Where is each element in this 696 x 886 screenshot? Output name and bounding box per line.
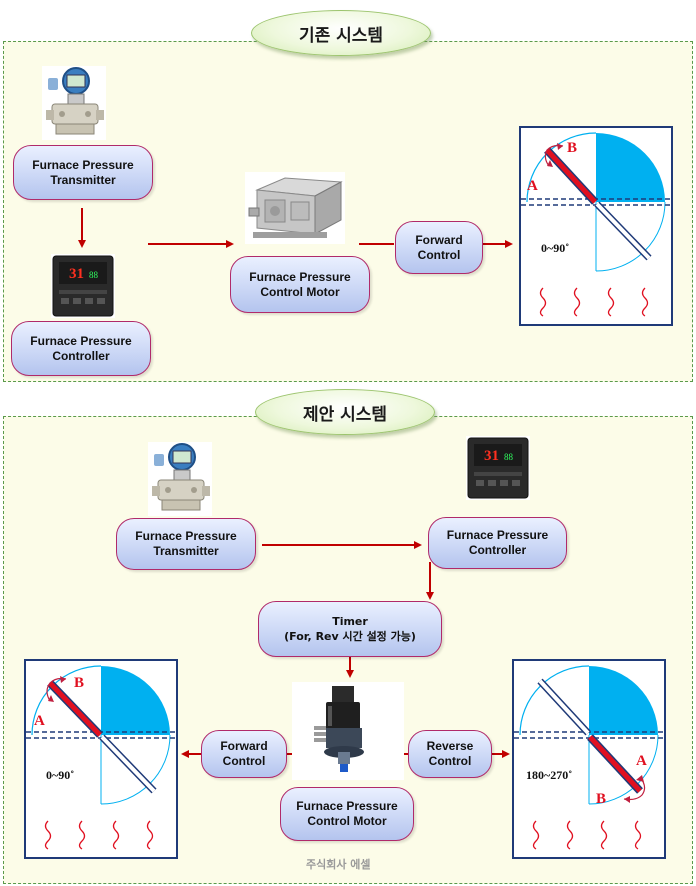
servo-motor-actuator — [292, 682, 404, 780]
digital-controller-device-2: 31 88 — [466, 436, 530, 500]
heat-wave-icon — [539, 287, 649, 317]
pressure-transmitter-device — [42, 66, 106, 140]
existing-motor-node: Furnace Pressure Control Motor — [230, 256, 370, 313]
existing-transmitter-node: Furnace Pressure Transmitter — [13, 145, 153, 200]
company-footer: 주식회사 에셀 — [306, 858, 371, 871]
damper-label-a: A — [527, 178, 538, 194]
control-motor-actuator — [245, 172, 345, 244]
damper-label-a: A — [34, 713, 45, 729]
existing-forward-node: Forward Control — [395, 221, 483, 274]
damper-quadrant — [589, 666, 658, 735]
proposed-reverse-node: Reverse Control — [408, 730, 492, 778]
digital-controller-device: 31 88 — [51, 254, 115, 318]
proposed-motor-node: Furnace Pressure Control Motor — [280, 787, 414, 841]
existing-system-title: 기존 시스템 — [251, 10, 431, 56]
damper-range: 180~270˚ — [526, 768, 572, 782]
damper-label-b: B — [74, 675, 84, 691]
heat-wave-icon — [44, 820, 154, 850]
proposed-transmitter-node: Furnace Pressure Transmitter — [116, 518, 256, 570]
damper-range: 0~90˚ — [541, 241, 569, 255]
proposed-controller-node: Furnace Pressure Controller — [428, 517, 567, 569]
svg-text:31: 31 — [484, 448, 499, 464]
proposed-forward-node: Forward Control — [201, 730, 287, 778]
damper-range: 0~90˚ — [46, 768, 74, 782]
damper-existing: A B 0~90˚ — [519, 126, 673, 326]
heat-wave-icon — [532, 820, 642, 850]
existing-controller-node: Furnace Pressure Controller — [11, 321, 151, 376]
svg-text:88: 88 — [504, 452, 514, 462]
pressure-transmitter-device-2 — [148, 442, 212, 516]
proposed-timer-node: Timer (For, Rev 시간 설정 가능) — [258, 601, 442, 657]
damper-label-b: B — [567, 140, 577, 156]
damper-label-b: B — [596, 791, 606, 807]
damper-proposed-left: A B 0~90˚ — [24, 659, 178, 859]
svg-text:31: 31 — [69, 266, 84, 282]
damper-quadrant — [101, 666, 170, 735]
svg-text:88: 88 — [89, 270, 99, 280]
damper-label-a: A — [636, 753, 647, 769]
proposed-system-title: 제안 시스템 — [255, 389, 435, 435]
damper-quadrant — [596, 133, 665, 202]
damper-proposed-right: A B 180~270˚ — [512, 659, 666, 859]
